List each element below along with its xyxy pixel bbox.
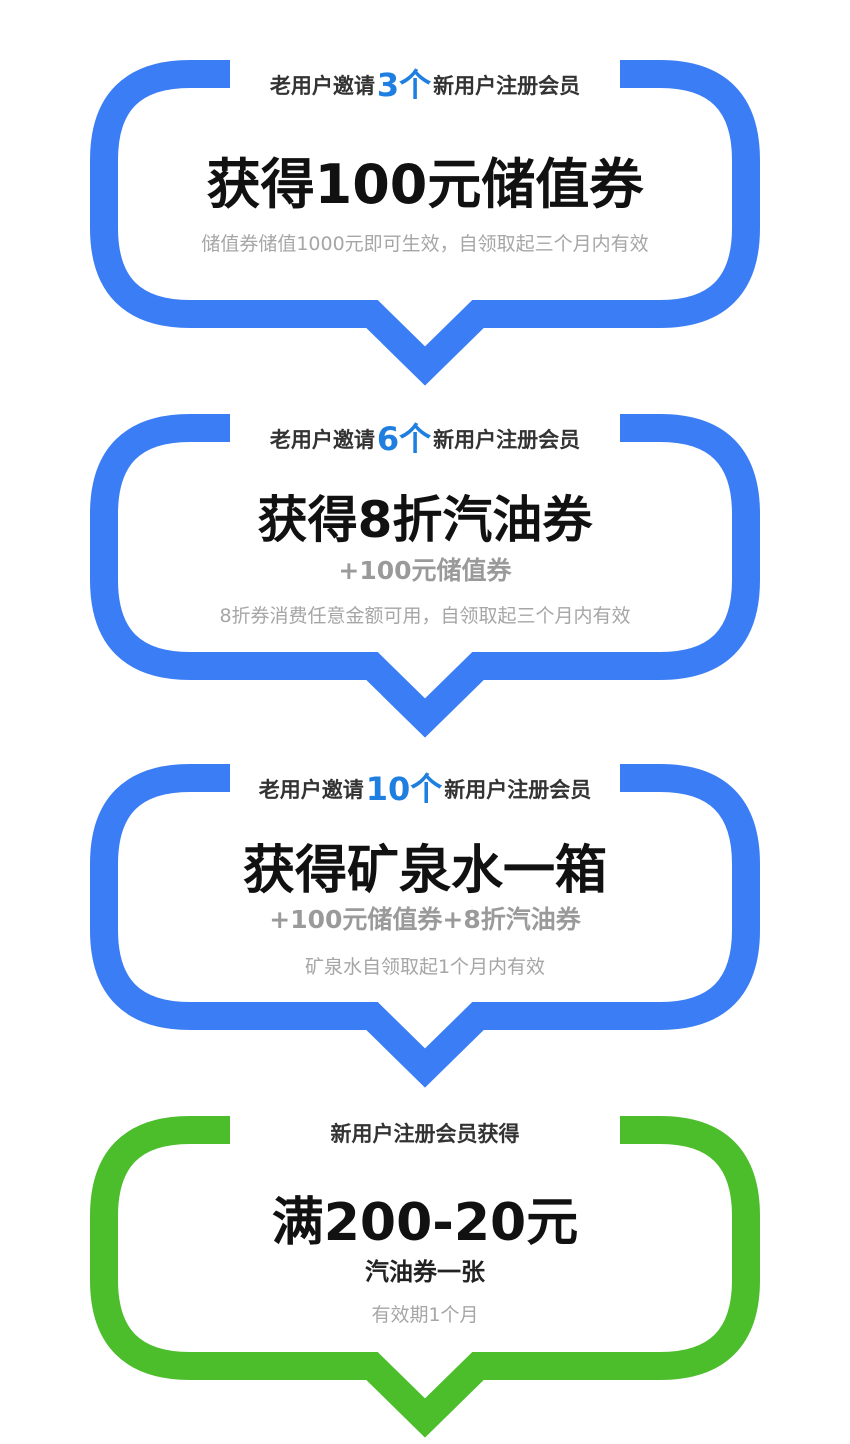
- reward-card-tier-2: 老用户邀请6个新用户注册会员 获得8折汽油券 +100元储值券 8折券消费任意金…: [90, 414, 760, 738]
- reward-description: 矿泉水自领取起1个月内有效: [304, 956, 546, 978]
- invite-count: 6个: [376, 420, 432, 458]
- reward-description: 储值券储值1000元即可生效，自领取起三个月内有效: [201, 233, 649, 255]
- card-frame-blue: [90, 60, 760, 386]
- invite-count: 10个: [365, 770, 443, 808]
- reward-description: 有效期1个月: [371, 1304, 479, 1326]
- reward-description: 8折券消费任意金额可用，自领取起三个月内有效: [219, 605, 631, 627]
- reward-title: 获得100元储值券: [206, 153, 644, 216]
- reward-subtitle: 汽油券一张: [365, 1258, 485, 1286]
- card-frame-blue: [90, 764, 760, 1088]
- invite-count: 3个: [376, 66, 432, 104]
- invite-header: 老用户邀请3个新用户注册会员: [269, 66, 581, 104]
- invite-header: 老用户邀请10个新用户注册会员: [258, 770, 592, 808]
- reward-bonus: +100元储值券+8折汽油券: [269, 905, 581, 934]
- reward-card-tier-1: 老用户邀请3个新用户注册会员 获得100元储值券 储值券储值1000元即可生效，…: [0, 0, 850, 390]
- new-user-header: 新用户注册会员获得: [330, 1122, 520, 1146]
- reward-title: 获得8折汽油券: [257, 491, 593, 549]
- reward-title: 获得矿泉水一箱: [242, 841, 607, 901]
- invite-header: 老用户邀请6个新用户注册会员: [269, 420, 581, 458]
- reward-card-tier-3: 老用户邀请10个新用户注册会员 获得矿泉水一箱 +100元储值券+8折汽油券 矿…: [90, 764, 760, 1088]
- reward-title: 满200-20元: [271, 1193, 579, 1253]
- reward-bonus: +100元储值券: [338, 556, 512, 585]
- card-frame-blue: [90, 414, 760, 738]
